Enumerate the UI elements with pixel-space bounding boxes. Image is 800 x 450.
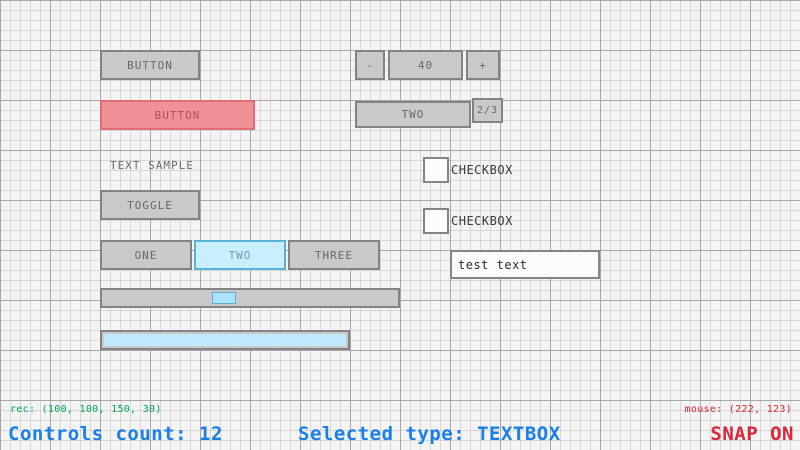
listview-counter-label: 2/3 <box>476 105 499 116</box>
toggle-button-label: TOGGLE <box>127 198 173 212</box>
rect-info: rec: (100, 100, 150, 30) <box>10 404 162 415</box>
slider[interactable] <box>100 288 400 308</box>
button-danger-label: BUTTON <box>154 108 201 122</box>
mouse-position-info: mouse: (222, 123) <box>684 404 792 415</box>
spinner-increment-button[interactable]: + <box>466 50 500 80</box>
checkbox-box-1[interactable] <box>423 157 449 183</box>
text-input-value: test text <box>458 257 528 272</box>
snap-status-badge: SNAP ON <box>710 423 794 445</box>
toggle-group-option-two[interactable]: TWO <box>194 240 286 270</box>
controls-count: Controls count: 12 <box>8 423 223 445</box>
checkbox-row-1[interactable]: CHECKBOX <box>423 157 593 183</box>
spinner-value-field[interactable]: 40 <box>388 50 463 80</box>
progress-bar[interactable] <box>100 330 350 350</box>
spinner-value: 40 <box>417 58 434 72</box>
selected-type: Selected type: TEXTBOX <box>298 423 561 445</box>
listview-counter: 2/3 <box>472 98 503 123</box>
checkbox-label-2: CHECKBOX <box>451 214 513 228</box>
toggle-group-option-three[interactable]: THREE <box>288 240 380 270</box>
button-danger[interactable]: BUTTON <box>100 100 255 130</box>
toggle-group-option-three-label: THREE <box>314 248 354 262</box>
toggle-group-option-one[interactable]: ONE <box>100 240 192 270</box>
checkbox-box-2[interactable] <box>423 208 449 234</box>
button-normal[interactable]: BUTTON <box>100 50 200 80</box>
listview-selected-label: TWO <box>401 108 425 121</box>
text-input[interactable]: test text <box>450 250 600 279</box>
toggle-group-option-one-label: ONE <box>134 248 158 262</box>
progress-bar-fill <box>104 334 346 346</box>
spinner-increment-label: + <box>479 58 487 72</box>
toggle-group-option-two-label: TWO <box>228 248 252 262</box>
checkbox-row-2[interactable]: CHECKBOX <box>423 208 593 234</box>
button-normal-label: BUTTON <box>127 58 173 72</box>
label-sample: TEXT SAMPLE <box>110 155 260 175</box>
toggle-button[interactable]: TOGGLE <box>100 190 200 220</box>
slider-handle[interactable] <box>212 292 236 304</box>
checkbox-label-1: CHECKBOX <box>451 163 513 177</box>
label-sample-text: TEXT SAMPLE <box>110 158 194 172</box>
spinner-decrement-button[interactable]: - <box>355 50 385 80</box>
spinner-decrement-label: - <box>366 58 374 72</box>
listview-selected-item[interactable]: TWO <box>355 101 471 128</box>
